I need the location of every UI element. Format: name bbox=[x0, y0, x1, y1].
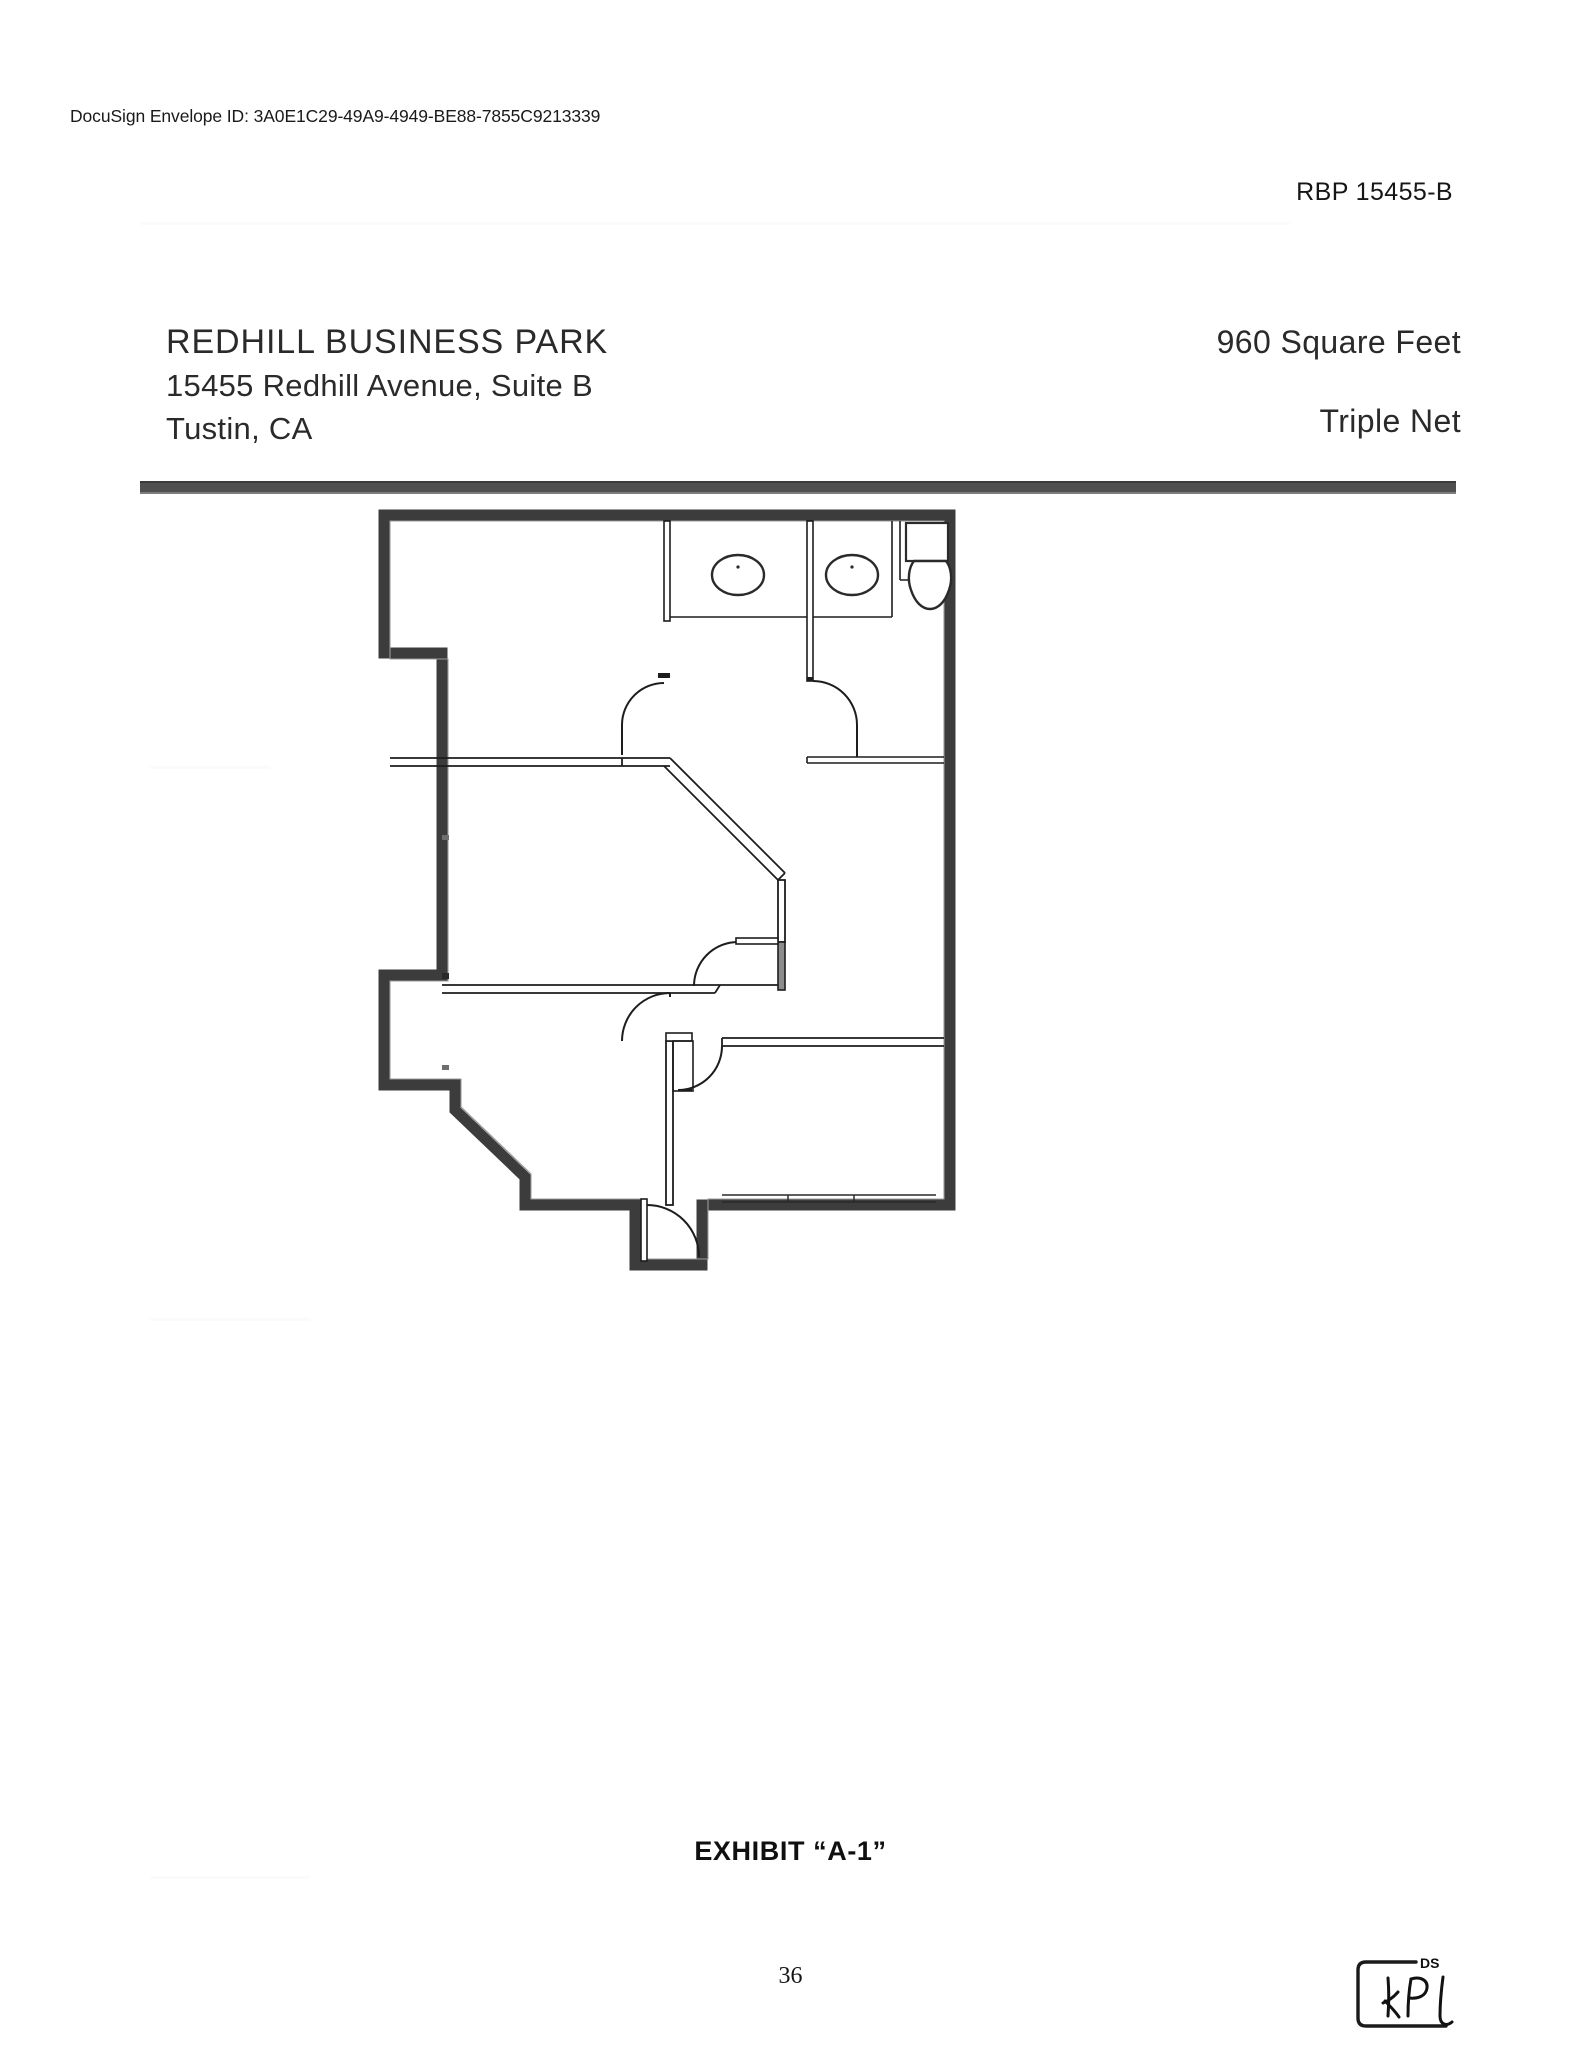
door-corridor-east-header bbox=[735, 937, 779, 945]
property-street-address: 15455 Redhill Avenue, Suite B bbox=[166, 368, 593, 404]
wall-mid-jog bbox=[714, 984, 721, 994]
docusign-stamp-drawing: DS bbox=[1356, 1955, 1454, 2028]
toilet-tank-icon bbox=[904, 521, 950, 563]
floor-plan bbox=[370, 505, 1180, 1525]
door-office-north-jamb bbox=[658, 673, 670, 678]
wall-diagonal bbox=[663, 757, 786, 991]
wall-sw-angle bbox=[460, 1106, 532, 1175]
door-entry-south-jamb bbox=[640, 1198, 648, 1262]
wall-diagonal-inner bbox=[663, 765, 779, 881]
window-band-south bbox=[722, 1194, 936, 1203]
wall-tick-3 bbox=[442, 1065, 449, 1070]
door-corridor-east-swing-icon bbox=[693, 941, 739, 987]
header-divider bbox=[140, 481, 1456, 494]
wall-spine-upper bbox=[390, 757, 670, 767]
scan-artifact bbox=[150, 766, 270, 769]
wall-restroom-divider bbox=[806, 520, 814, 682]
scan-artifact bbox=[150, 1876, 310, 1879]
sink-left-icon bbox=[710, 553, 766, 597]
door-restroom-jamb bbox=[807, 677, 813, 681]
door-interior-mid-swing-icon bbox=[621, 992, 671, 1042]
door-cluster-central bbox=[621, 992, 944, 1206]
docusign-initials-glyph bbox=[1381, 1975, 1454, 2026]
lease-meta-block: 960 Square Feet Triple Net bbox=[1217, 324, 1461, 440]
door-restroom-swing-icon bbox=[812, 680, 858, 726]
page-number: 36 bbox=[778, 1963, 803, 1989]
wall-spine-vertical bbox=[665, 1040, 674, 1206]
wall-spine-jog bbox=[665, 1032, 693, 1042]
wall-diagonal-post bbox=[777, 879, 786, 943]
door-office-north-group bbox=[621, 673, 670, 755]
wall-diagonal-post-lower bbox=[777, 941, 786, 991]
wall-west-ticks bbox=[442, 835, 449, 1070]
door-interior-lower-pocket bbox=[672, 1040, 694, 1092]
wall-office-north-partition bbox=[663, 520, 671, 622]
sink-left-drain-icon bbox=[736, 565, 740, 569]
property-city-state: Tustin, CA bbox=[166, 411, 313, 447]
square-footage: 960 Square Feet bbox=[1216, 324, 1461, 360]
wall-mid-horizontal bbox=[442, 937, 779, 994]
restroom-zone bbox=[663, 520, 953, 764]
wall-diagonal-cap bbox=[777, 872, 786, 881]
wall-diagonal-outer bbox=[669, 757, 786, 874]
docusign-bracket-icon bbox=[1356, 1960, 1448, 2028]
wall-tick-1 bbox=[442, 973, 449, 979]
docusign-envelope-id: DocuSign Envelope ID: 3A0E1C29-49A9-4949… bbox=[70, 106, 601, 126]
sink-right-icon bbox=[824, 553, 880, 597]
exterior-wall-outline bbox=[378, 509, 956, 1271]
wall-tick-2 bbox=[442, 835, 449, 840]
door-entry-south-group bbox=[640, 1198, 700, 1262]
door-entry-south-swing-icon bbox=[646, 1204, 700, 1258]
property-address-block: REDHILL BUSINESS PARK 15455 Redhill Aven… bbox=[166, 322, 608, 449]
exterior-walls bbox=[378, 509, 956, 1271]
toilet-bowl-icon bbox=[907, 559, 953, 611]
property-header: REDHILL BUSINESS PARK 15455 Redhill Aven… bbox=[166, 322, 1461, 449]
door-interior-lower-swing-icon bbox=[677, 1045, 723, 1091]
sink-right-drain-icon bbox=[850, 565, 854, 569]
reference-code: RBP 15455-B bbox=[1296, 178, 1453, 206]
door-office-north-swing-icon bbox=[621, 682, 665, 726]
docusign-ds-tag: DS bbox=[1420, 1955, 1439, 1971]
lease-type: Triple Net bbox=[1319, 403, 1461, 439]
floor-plan-drawing bbox=[378, 509, 956, 1271]
scan-artifact bbox=[140, 222, 1290, 225]
wall-sw-angle-inner bbox=[460, 1106, 532, 1175]
scan-artifact bbox=[150, 1318, 310, 1321]
docusign-initials-stamp[interactable]: DS bbox=[1348, 1948, 1498, 2040]
exhibit-caption: EXHIBIT “A-1” bbox=[694, 1836, 887, 1866]
property-name: REDHILL BUSINESS PARK bbox=[166, 323, 609, 361]
